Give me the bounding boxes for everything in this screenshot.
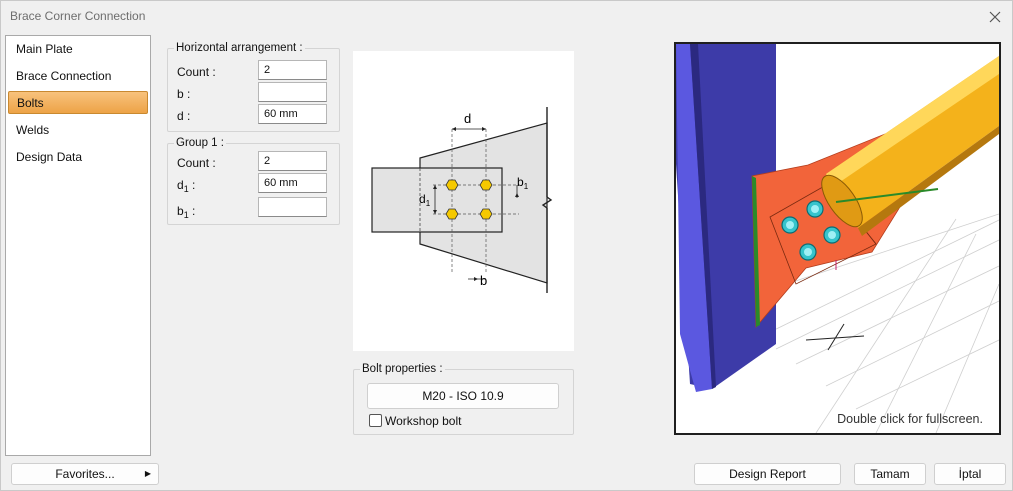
sidebar-item-main-plate[interactable]: Main Plate xyxy=(16,42,73,56)
ok-button[interactable]: Tamam xyxy=(854,463,926,485)
dim-b-label: b xyxy=(480,273,487,288)
bolt-type-button[interactable]: M20 - ISO 10.9 xyxy=(367,383,559,409)
favorites-label: Favorites... xyxy=(55,467,115,481)
dim-d1-label: d1 xyxy=(419,192,431,208)
group1-d1-label: d1 : xyxy=(177,178,196,194)
bolt-hex-4 xyxy=(479,208,493,220)
group1-b1-label: b1 : xyxy=(177,204,196,220)
bolt-3d-1 xyxy=(781,216,799,234)
arrow-right-icon: ▶ xyxy=(144,469,151,478)
bolt-hex-1 xyxy=(445,179,459,191)
group1-d1-input[interactable]: 60 mm xyxy=(258,173,327,193)
horizontal-arrangement-title: Horizontal arrangement : xyxy=(174,42,305,54)
bolt-diagram: d d1 b1 b xyxy=(353,51,574,351)
3d-scene xyxy=(676,44,999,433)
sidebar-item-welds[interactable]: Welds xyxy=(16,123,50,137)
title-bar: Brace Corner Connection xyxy=(1,1,1012,32)
brace-plate-shape xyxy=(371,167,503,233)
cancel-button[interactable]: İptal xyxy=(934,463,1006,485)
bolt-3d-3 xyxy=(823,226,841,244)
group1-count-label: Count : xyxy=(177,156,216,170)
fullscreen-hint: Double click for fullscreen. xyxy=(837,412,983,426)
horizontal-arrangement-group: Horizontal arrangement : Count : 2 b : d… xyxy=(167,42,340,132)
dim-d-label: d xyxy=(464,111,471,126)
horizontal-d-input[interactable]: 60 mm xyxy=(258,104,327,124)
favorites-button[interactable]: Favorites... ▶ xyxy=(11,463,159,485)
horizontal-d-label: d : xyxy=(177,109,191,123)
bolt-3d-4 xyxy=(799,243,817,261)
group1-box: Group 1 : Count : 2 d1 : 60 mm b1 : xyxy=(167,137,340,225)
sidebar: Main Plate Brace Connection Bolts Welds … xyxy=(5,35,151,456)
sidebar-item-brace-connection[interactable]: Brace Connection xyxy=(16,69,112,83)
bolt-hex-3 xyxy=(445,208,459,220)
horizontal-count-label: Count : xyxy=(177,65,216,79)
window-title: Brace Corner Connection xyxy=(10,9,146,23)
group1-b1-input[interactable] xyxy=(258,197,327,217)
design-report-button[interactable]: Design Report xyxy=(694,463,841,485)
horizontal-b-input[interactable] xyxy=(258,82,327,102)
workshop-bolt-label: Workshop bolt xyxy=(385,414,462,428)
bolt-hex-2 xyxy=(479,179,493,191)
sidebar-item-design-data[interactable]: Design Data xyxy=(16,150,83,164)
sidebar-item-bolts[interactable]: Bolts xyxy=(8,91,148,114)
close-icon xyxy=(989,11,1001,23)
group1-count-input[interactable]: 2 xyxy=(258,151,327,171)
horizontal-count-input[interactable]: 2 xyxy=(258,60,327,80)
dim-b1-label: b1 xyxy=(517,175,529,191)
close-button[interactable] xyxy=(984,6,1006,28)
group1-title: Group 1 : xyxy=(174,137,226,149)
bolt-diagram-svg: d d1 b1 b xyxy=(371,107,553,293)
workshop-bolt-checkbox[interactable] xyxy=(369,414,382,427)
bolt-properties-group: Bolt properties : M20 - ISO 10.9 Worksho… xyxy=(353,363,574,435)
bolt-3d-2 xyxy=(806,200,824,218)
horizontal-b-label: b : xyxy=(177,87,191,101)
3d-viewport[interactable]: Double click for fullscreen. xyxy=(674,42,1001,435)
bolt-properties-title: Bolt properties : xyxy=(360,363,445,375)
